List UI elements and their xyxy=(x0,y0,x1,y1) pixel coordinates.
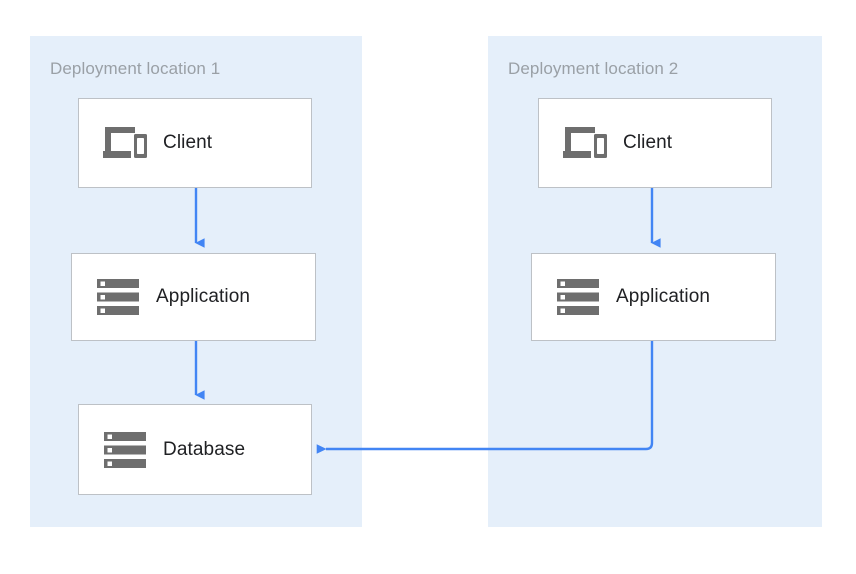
node-database-1[interactable]: Database xyxy=(78,404,312,495)
server-stack-icon xyxy=(546,277,610,317)
node-application-1[interactable]: Application xyxy=(71,253,316,341)
server-stack-icon xyxy=(86,277,150,317)
deployment-zone-1-label: Deployment location 1 xyxy=(50,59,221,78)
client-devices-icon xyxy=(553,123,617,163)
node-client-2-label: Client xyxy=(623,132,673,153)
node-application-1-label: Application xyxy=(156,286,251,307)
client-devices-icon xyxy=(93,123,157,163)
node-client-1[interactable]: Client xyxy=(78,98,312,188)
node-database-1-label: Database xyxy=(163,438,246,460)
deployment-zone-2-label: Deployment location 2 xyxy=(508,59,679,78)
node-application-2-label: Application xyxy=(616,286,711,307)
node-client-1-label: Client xyxy=(163,132,213,153)
node-application-2[interactable]: Application xyxy=(531,253,776,341)
server-stack-icon xyxy=(93,430,157,470)
node-client-2[interactable]: Client xyxy=(538,98,772,188)
